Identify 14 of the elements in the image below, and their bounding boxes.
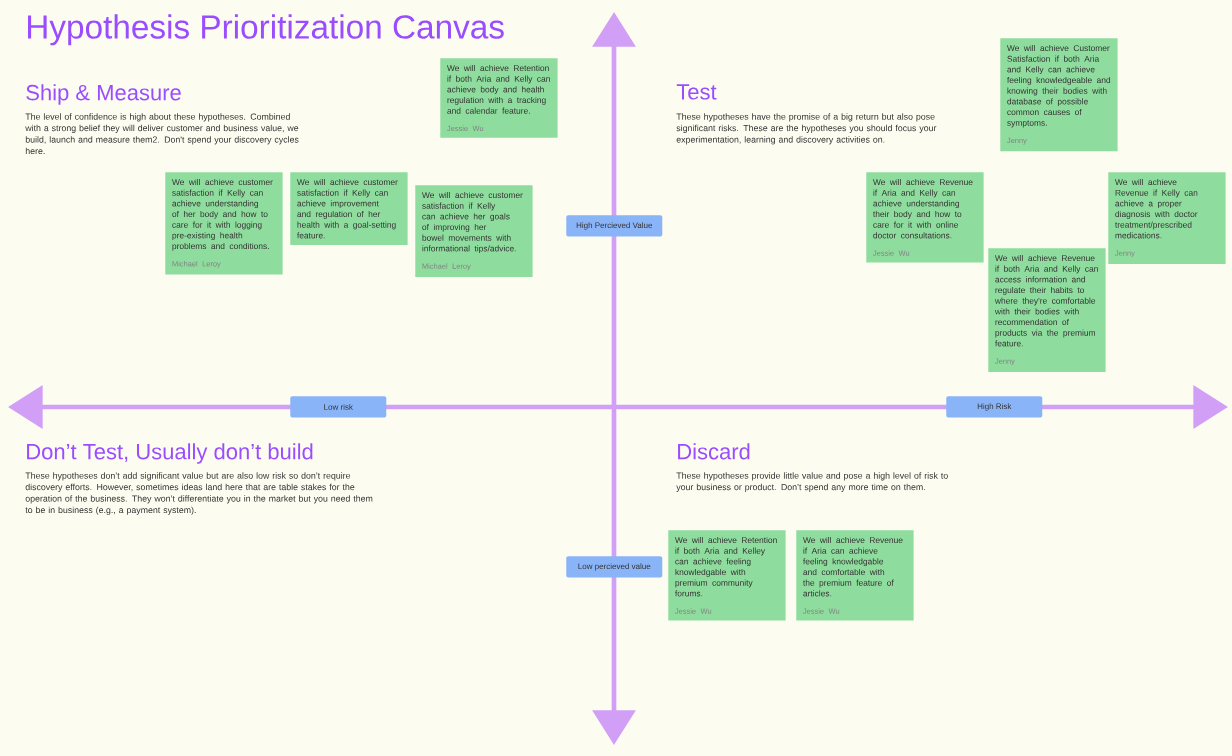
quadrant-heading: Discard [678,443,750,460]
axis-label: High Risk [946,396,1043,418]
quadrant-description: These hypotheses don’t add significant value but are also low risk so don’t require discovery efforts. However, sometimes ideas land here that are table stakes for the operation of the business. They won’t differentiate you in the market but you need them to be in business (e.g., a payment system). [25,472,373,515]
quadrant-heading: Don’t Test, Usually don’t build [27,443,313,464]
quadrant-heading: Ship & Measure [26,84,181,105]
axis-label: Low percieved value [566,556,663,578]
axis-label: High Percieved Value [566,215,663,237]
sticky-note: We will achieve customer satisfaction if Kelly can achieve improvement and regulation of her health with a goal-setting feature. [290,172,408,246]
quadrant-description: These hypotheses have the promise of a big return but also pose significant risks. These are the hypotheses you should focus your experimentation, learning and discovery activities on. [676,113,937,145]
axis-label: Low risk [290,396,387,418]
quadrant-description: The level of confidence is high about these hypotheses. Combined with a strong belief they will deliver customer and business value, we build, launch and measure them2. Don't spend your discovery cycles here. [25,113,299,155]
title: Hypothesis Prioritization Canvas [28,14,504,46]
quadrant-description: These hypotheses provide little value and pose a high level of risk to your business or product. Don’t spend any more time on them. [676,472,948,492]
quadrant-heading: Test [676,84,717,100]
